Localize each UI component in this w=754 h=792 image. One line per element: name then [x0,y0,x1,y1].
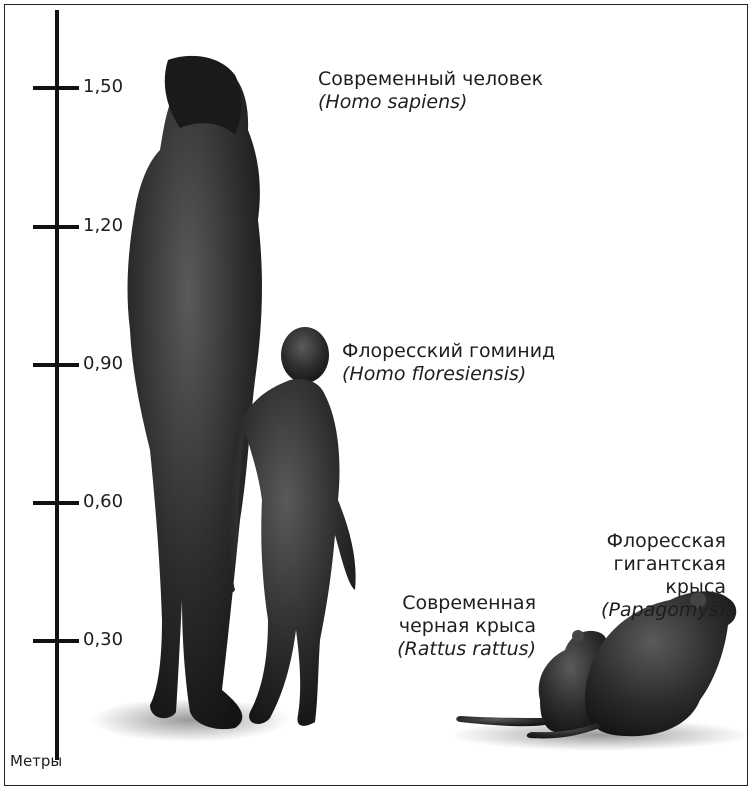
scale-tick-label: 0,60 [83,491,123,512]
scale-unit-label: Метры [10,752,62,770]
scale-tick-label: 1,50 [83,76,123,97]
flores-hominid-name: Флоресский гоминид [342,340,555,363]
modern-human-latin: (Homo sapiens) [318,91,543,114]
black-rat-name-line1: Современная [388,592,536,615]
scale-tick-label: 0,90 [83,353,123,374]
black-rat-label: Современная черная крыса (Rattus rattus) [388,592,536,661]
giant-rat-label: Флоресская гигантская крыса (Papagomys) [560,530,726,622]
giant-rat-name-line1: Флоресская [560,530,726,553]
flores-hominid-latin: (Homo floresiensis) [342,363,555,386]
giant-rat-name-line2: гигантская крыса [560,553,726,599]
black-rat-latin: (Rattus rattus) [388,638,536,661]
scale-tick-label: 0,30 [83,629,123,650]
modern-human-figure [128,56,262,729]
scale-tick-label: 1,20 [83,215,123,236]
modern-human-name: Современный человек [318,68,543,91]
flores-hominid-label: Флоресский гоминид (Homo floresiensis) [342,340,555,386]
modern-human-label: Современный человек (Homo sapiens) [318,68,543,114]
giant-rat-latin: (Papagomys) [560,599,726,622]
black-rat-name-line2: черная крыса [388,615,536,638]
